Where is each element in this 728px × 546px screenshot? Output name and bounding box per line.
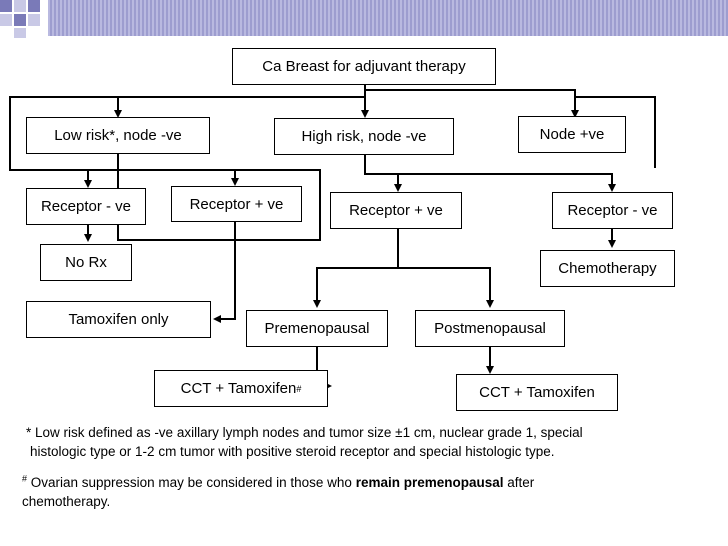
node-positive-box: Node +ve	[518, 116, 626, 153]
premenopausal-box: Premenopausal	[246, 310, 388, 347]
receptor-positive-center-label: Receptor + ve	[349, 202, 443, 219]
header-decoration	[0, 0, 728, 40]
ovarian-footnote-text-post: after	[503, 475, 535, 490]
premenopausal-box-label: Premenopausal	[264, 320, 370, 337]
no-rx-box: No Rx	[40, 244, 132, 281]
chemotherapy-box: Chemotherapy	[540, 250, 675, 287]
receptor-positive-left-box: Receptor + ve	[171, 186, 302, 222]
root-box: Ca Breast for adjuvant therapy	[232, 48, 496, 85]
low-risk-box-label: Low risk*, node -ve	[54, 127, 182, 144]
receptor-negative-right-box: Receptor - ve	[552, 192, 673, 229]
low-risk-footnote: * Low risk defined as -ve axillary lymph…	[26, 423, 716, 461]
receptor-negative-left-label: Receptor - ve	[40, 198, 132, 215]
low-risk-box: Low risk*, node -ve	[26, 117, 210, 154]
ovarian-footnote-line2: chemotherapy.	[22, 494, 111, 509]
cct-tamoxifen-post-box: CCT + Tamoxifen	[456, 374, 618, 411]
receptor-positive-left-label: Receptor + ve	[189, 195, 284, 213]
ovarian-footnote-text-pre: Ovarian suppression may be considered in…	[27, 475, 356, 490]
cct-tamoxifen-pre-box: CCT + Tamoxifen#	[154, 370, 328, 407]
ovarian-footnote: # Ovarian suppression may be considered …	[22, 473, 712, 511]
tamoxifen-only-box: Tamoxifen only	[26, 301, 211, 338]
header-decoration-graphic	[0, 0, 728, 38]
receptor-negative-right-label: Receptor - ve	[567, 202, 658, 219]
postmenopausal-box-label: Postmenopausal	[434, 320, 546, 337]
chemotherapy-box-label: Chemotherapy	[558, 260, 657, 277]
ovarian-footnote-line1: # Ovarian suppression may be considered …	[22, 473, 712, 492]
ovarian-footnote-mark: #	[22, 473, 28, 484]
receptor-positive-center-box: Receptor + ve	[330, 192, 462, 229]
high-risk-box-label: High risk, node -ve	[301, 128, 427, 145]
tamoxifen-only-box-label: Tamoxifen only	[68, 311, 169, 328]
cct-tamoxifen-post-label: CCT + Tamoxifen	[479, 384, 595, 401]
cct-tamoxifen-pre-label: CCT + Tamoxifen	[180, 380, 297, 397]
root-box-label: Ca Breast for adjuvant therapy	[262, 58, 466, 75]
receptor-negative-left-box: Receptor - ve	[26, 188, 146, 225]
high-risk-box: High risk, node -ve	[274, 118, 454, 155]
postmenopausal-box: Postmenopausal	[415, 310, 565, 347]
ovarian-footnote-text-bold: remain premenopausal	[355, 475, 504, 490]
no-rx-box-label: No Rx	[65, 254, 107, 271]
low-risk-footnote-line2: histologic type or 1-2 cm tumor with pos…	[30, 444, 555, 459]
node-positive-box-label: Node +ve	[539, 126, 605, 143]
low-risk-footnote-line1: * Low risk defined as -ve axillary lymph…	[26, 425, 583, 440]
